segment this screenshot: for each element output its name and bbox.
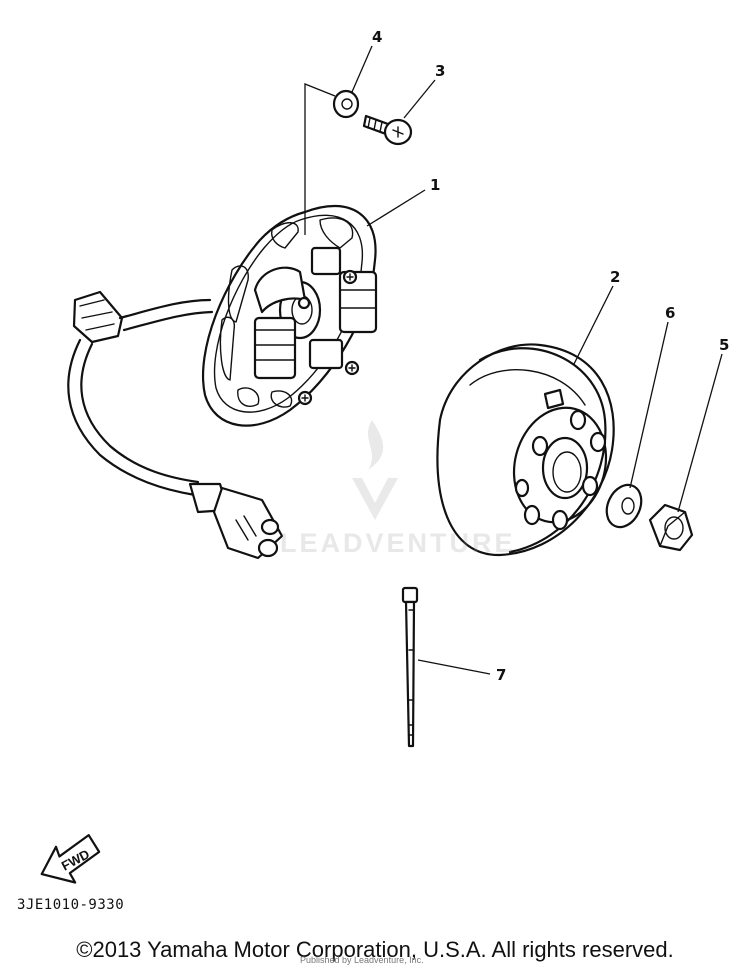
publisher-credit: Published by Leadventure, Inc. [300,955,424,965]
screw [362,114,413,146]
flywheel-rotor [436,343,615,557]
part-code: 3JE1010-9330 [17,897,125,913]
cable-tie [401,586,419,748]
callout-3: 3 [435,62,445,80]
nut [648,503,694,552]
watermark-text: LEADVENTURE [280,528,516,558]
callout-4: 4 [372,28,382,46]
copyright-notice: ©2013 Yamaha Motor Corporation, U.S.A. A… [76,937,674,962]
callout-1: 1 [430,176,440,194]
washer [332,89,360,119]
stator-assembly [201,204,378,427]
callout-2: 2 [610,268,620,286]
callout-6: 6 [665,304,675,322]
fwd-arrow-icon: FWD [40,834,101,884]
wire-harness [67,290,284,560]
callout-7: 7 [496,666,506,684]
leader-lines [304,45,723,675]
lock-washer [605,483,643,529]
callout-5: 5 [719,336,729,354]
watermark-logo-icon [352,420,398,520]
